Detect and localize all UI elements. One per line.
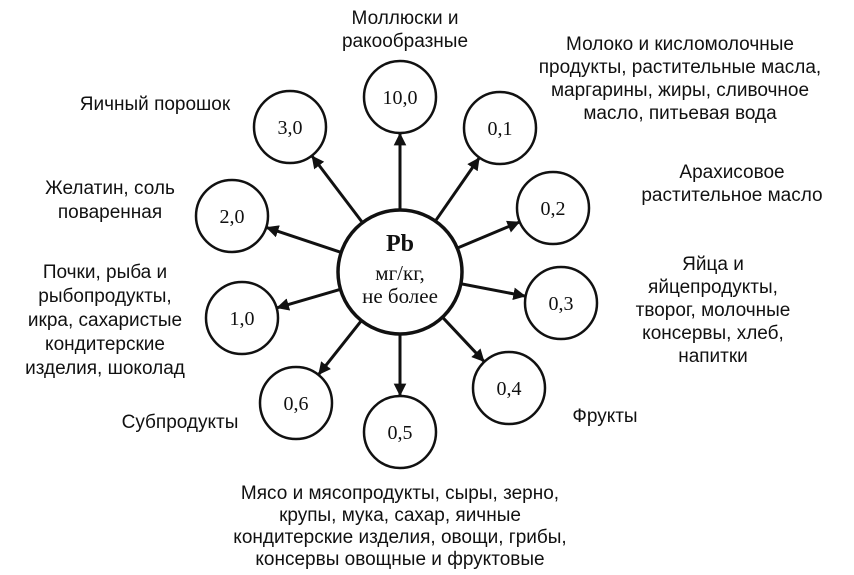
arrow-gelatin-salt bbox=[265, 225, 342, 254]
label-line: Молоко и кисломолочные bbox=[566, 34, 794, 55]
label-line: Яичный порошок bbox=[80, 94, 231, 115]
node-circle bbox=[362, 59, 438, 135]
node-circle bbox=[471, 350, 547, 426]
value-nodes: 10,0 0,1 0,2 0,3 0,4 0,5 0,6 1,0 2,0 3,0 bbox=[194, 59, 599, 470]
node-eggs: 0,3 bbox=[523, 265, 599, 341]
label-line: консервы, хлеб, bbox=[642, 323, 784, 344]
node-fruits: 0,4 bbox=[471, 350, 547, 426]
label-line: Почки, рыба и bbox=[43, 262, 167, 283]
label-line: Моллюски и bbox=[352, 8, 459, 29]
label-line: поваренная bbox=[58, 202, 162, 223]
node-value: 10,0 bbox=[383, 87, 418, 109]
label-line: изделия, шоколад bbox=[25, 358, 185, 379]
label-meat: Мясо и мясопродукты, сыры, зерно,крупы, … bbox=[233, 483, 566, 570]
arrow-kidneys-fish bbox=[276, 287, 341, 311]
label-offal: Субпродукты bbox=[122, 412, 239, 433]
arrow-dairy bbox=[434, 157, 481, 222]
node-circle bbox=[258, 365, 334, 441]
label-line: Мясо и мясопродукты, сыры, зерно, bbox=[241, 483, 559, 504]
node-meat: 0,5 bbox=[362, 394, 438, 470]
node-circle bbox=[204, 280, 280, 356]
node-value: 0,2 bbox=[541, 198, 566, 220]
node-circle bbox=[515, 170, 591, 246]
label-line: Яйца и bbox=[682, 254, 744, 275]
node-value: 0,6 bbox=[284, 393, 309, 415]
arrow-offal bbox=[317, 319, 363, 376]
label-line: напитки bbox=[678, 346, 748, 367]
node-value: 0,4 bbox=[497, 378, 522, 400]
label-line: масло, питьевая вода bbox=[583, 103, 777, 124]
node-value: 0,5 bbox=[388, 422, 413, 444]
label-line: Арахисовое bbox=[679, 162, 784, 183]
node-circle bbox=[252, 89, 328, 165]
node-kidneys-fish: 1,0 bbox=[204, 280, 280, 356]
label-line: Субпродукты bbox=[122, 412, 239, 433]
node-egg-powder: 3,0 bbox=[252, 89, 328, 165]
label-line: творог, молочные bbox=[636, 300, 791, 321]
label-line: продукты, растительные масла, bbox=[539, 57, 821, 78]
label-egg-powder: Яичный порошок bbox=[80, 94, 231, 115]
label-line: Фрукты bbox=[572, 406, 637, 427]
node-offal: 0,6 bbox=[258, 365, 334, 441]
label-gelatin-salt: Желатин, соль поваренная bbox=[45, 178, 175, 223]
center-circle bbox=[336, 208, 464, 336]
center-element: Pb bbox=[386, 231, 414, 257]
label-line: ракообразные bbox=[342, 31, 468, 52]
arrow-fruits bbox=[441, 316, 485, 363]
node-circle bbox=[194, 178, 270, 254]
node-circle bbox=[523, 265, 599, 341]
label-line: Желатин, соль bbox=[45, 178, 175, 199]
node-value: 3,0 bbox=[278, 117, 303, 139]
arrow-peanut-oil bbox=[456, 220, 521, 250]
arrows bbox=[265, 132, 526, 397]
label-line: рыбопродукты, bbox=[38, 286, 171, 307]
label-line: растительное масло bbox=[641, 185, 822, 206]
label-line: кондитерские bbox=[45, 334, 165, 355]
node-value: 0,1 bbox=[488, 118, 513, 140]
label-kidneys-fish: Почки, рыба и рыбопродукты, икра, сахарист… bbox=[25, 262, 185, 379]
label-line: икра, сахаристые bbox=[28, 310, 182, 331]
node-value: 1,0 bbox=[230, 308, 255, 330]
label-line: яйцепродукты, bbox=[648, 277, 778, 298]
center-unit: мг/кг, bbox=[375, 261, 424, 285]
label-fruits: Фрукты bbox=[572, 406, 637, 427]
label-line: маргарины, жиры, сливочное bbox=[551, 80, 809, 101]
label-line: консервы овощные и фруктовые bbox=[255, 549, 544, 570]
node-gelatin-salt: 2,0 bbox=[194, 178, 270, 254]
node-dairy: 0,1 bbox=[462, 90, 538, 166]
center-node: Pb мг/кг, не более bbox=[336, 208, 464, 336]
node-peanut-oil: 0,2 bbox=[515, 170, 591, 246]
node-circle bbox=[362, 394, 438, 470]
arrow-egg-powder bbox=[311, 155, 364, 224]
node-circle bbox=[462, 90, 538, 166]
node-shellfish: 10,0 bbox=[362, 59, 438, 135]
arrow-eggs bbox=[460, 282, 526, 301]
node-value: 0,3 bbox=[549, 293, 574, 315]
node-value: 2,0 bbox=[220, 206, 245, 228]
label-line: крупы, мука, сахар, яичные bbox=[279, 505, 521, 526]
center-qualifier: не более bbox=[362, 284, 438, 308]
label-line: кондитерские изделия, овощи, грибы, bbox=[233, 527, 566, 548]
